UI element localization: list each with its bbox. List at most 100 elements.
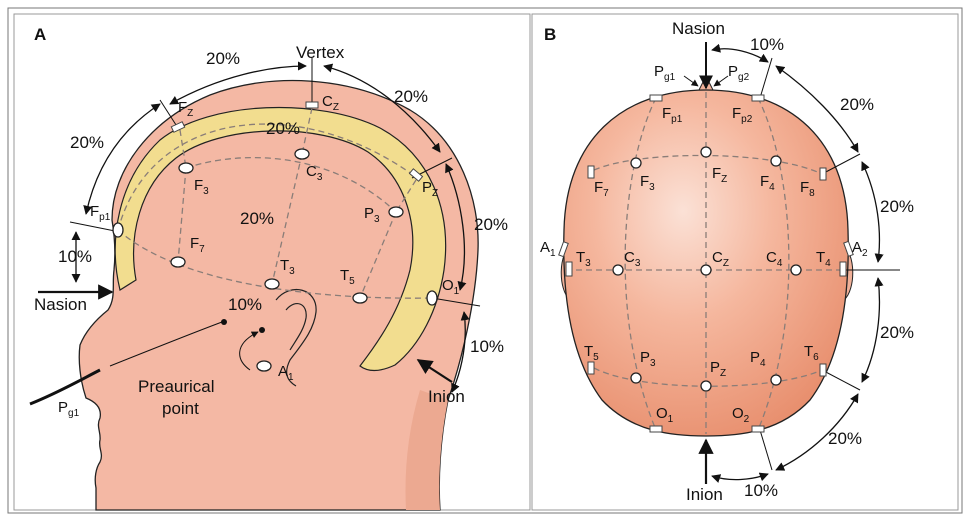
preauricular-arrow bbox=[239, 331, 259, 371]
arrow-a-left bbox=[83, 103, 161, 215]
a-pct-right: 20% bbox=[474, 215, 508, 234]
arrow-a-inion bbox=[451, 311, 470, 393]
b-ref-t6 bbox=[821, 369, 861, 391]
electrode-b-cz bbox=[700, 264, 712, 276]
a-pct-left: 20% bbox=[70, 133, 104, 152]
b-label-f8: F8 bbox=[800, 179, 815, 199]
b-pct-r1: 20% bbox=[840, 95, 874, 114]
b-pct-r3: 20% bbox=[880, 323, 914, 342]
b-arrow-bottom bbox=[711, 472, 769, 483]
b-ref-f8 bbox=[821, 153, 861, 175]
b-label-fp2: Fp2 bbox=[732, 105, 753, 125]
b-label-pg2: Pg2 bbox=[728, 63, 750, 83]
a-label-c3: C3 bbox=[306, 163, 323, 183]
ref-line-o1 bbox=[431, 297, 481, 307]
b-inion-label: Inion bbox=[686, 485, 723, 504]
line-pz bbox=[395, 179, 417, 213]
electrode-a-fp1 bbox=[112, 222, 124, 238]
b-pct-r4: 20% bbox=[828, 429, 862, 448]
electrode-b-p4 bbox=[770, 374, 782, 386]
a-pct-inion: 10% bbox=[470, 337, 504, 356]
electrode-a-t3 bbox=[264, 278, 280, 290]
a-label-a1: A1 bbox=[278, 363, 294, 383]
a-pct-ear: 10% bbox=[228, 295, 262, 314]
a-label-t3: T3 bbox=[280, 257, 295, 277]
b-label-fz: FZ bbox=[712, 165, 727, 185]
electrode-b-c4 bbox=[790, 264, 802, 276]
line-c bbox=[271, 153, 303, 285]
panel-a-label: A bbox=[34, 25, 46, 44]
b-electrodes bbox=[558, 94, 854, 433]
marker-b-f8 bbox=[819, 167, 827, 181]
a-label-cz: CZ bbox=[322, 93, 339, 113]
b-label-c3: C3 bbox=[624, 249, 641, 269]
marker-b-fp1 bbox=[649, 94, 663, 102]
a-label-pz: PZ bbox=[422, 179, 438, 199]
inion-arrow bbox=[416, 359, 453, 383]
a-label-fp1: Fp1 bbox=[90, 203, 111, 223]
pg1-dot bbox=[221, 319, 227, 325]
a-pct-upper-right: 20% bbox=[394, 87, 428, 106]
marker-b-a1 bbox=[558, 241, 569, 258]
b-label-c4: C4 bbox=[766, 249, 783, 269]
b-arrow-r3 bbox=[861, 277, 884, 383]
electrode-a-o1 bbox=[426, 290, 438, 306]
a-electrodes bbox=[112, 101, 438, 372]
arc-parasagittal bbox=[185, 157, 397, 213]
b-label-f3: F3 bbox=[640, 173, 655, 193]
b-label-t4: T4 bbox=[816, 249, 831, 269]
b-left-arc bbox=[624, 97, 657, 431]
preauricular-dot bbox=[259, 327, 265, 333]
marker-b-t3 bbox=[565, 261, 573, 277]
panel-b-label: B bbox=[544, 25, 556, 44]
marker-a-cz bbox=[305, 101, 319, 109]
b-ref-bottom bbox=[759, 429, 773, 471]
b-label-f4: F4 bbox=[760, 173, 775, 193]
marker-b-a2 bbox=[843, 240, 854, 257]
marker-a-pz bbox=[408, 168, 424, 182]
ear bbox=[275, 289, 317, 387]
brain-outline bbox=[114, 106, 447, 371]
electrode-b-f3 bbox=[630, 157, 642, 169]
ref-line-fz bbox=[159, 99, 179, 129]
b-label-o1: O1 bbox=[656, 405, 674, 425]
a-preauricular-line1: Preaurical bbox=[138, 377, 215, 396]
b-label-fp1: Fp1 bbox=[662, 105, 683, 125]
ref-line-nasion-top bbox=[69, 221, 121, 233]
marker-b-t6 bbox=[819, 363, 827, 377]
panel-a: A Vertex Nasion Inion Preaurical point 2… bbox=[29, 25, 508, 511]
b-label-f7: F7 bbox=[594, 179, 609, 199]
b-label-cz: CZ bbox=[712, 249, 729, 269]
electrode-b-p3 bbox=[630, 372, 642, 384]
b-label-o2: O2 bbox=[732, 405, 750, 425]
a-label-o1: O1 bbox=[442, 277, 460, 297]
b-arrow-r4 bbox=[775, 393, 859, 471]
a-pct-top: 20% bbox=[206, 49, 240, 68]
electrode-a-t5 bbox=[352, 292, 368, 304]
line-f bbox=[177, 167, 187, 263]
electrode-a-f3 bbox=[178, 162, 194, 174]
marker-b-o1 bbox=[649, 425, 663, 433]
a-nasion-label: Nasion bbox=[34, 295, 87, 314]
a-label-f3: F3 bbox=[194, 177, 209, 197]
marker-b-f7 bbox=[587, 165, 595, 179]
electrode-a-a1 bbox=[256, 360, 272, 372]
a-label-fz: FZ bbox=[178, 99, 193, 119]
b-label-pg1: Pg1 bbox=[654, 63, 676, 83]
line-p bbox=[359, 211, 397, 299]
electrode-a-c3 bbox=[294, 148, 310, 160]
a-label-f7: F7 bbox=[190, 235, 205, 255]
b-pct-top: 10% bbox=[750, 35, 784, 54]
b-label-t3: T3 bbox=[576, 249, 591, 269]
arc-temporal bbox=[117, 229, 433, 299]
a-preauricular-line2: point bbox=[162, 399, 199, 418]
marker-a-fz bbox=[170, 121, 186, 133]
arrow-a-top-right bbox=[323, 63, 441, 153]
panel-b: B Nasion Inion 10% 20% 20% 20% 20% 10% P… bbox=[540, 19, 914, 504]
electrode-b-pz bbox=[700, 380, 712, 392]
b-arrow-r1 bbox=[775, 65, 859, 153]
b-pg1-pointer bbox=[683, 75, 699, 87]
a-vertex-label: Vertex bbox=[296, 43, 345, 62]
